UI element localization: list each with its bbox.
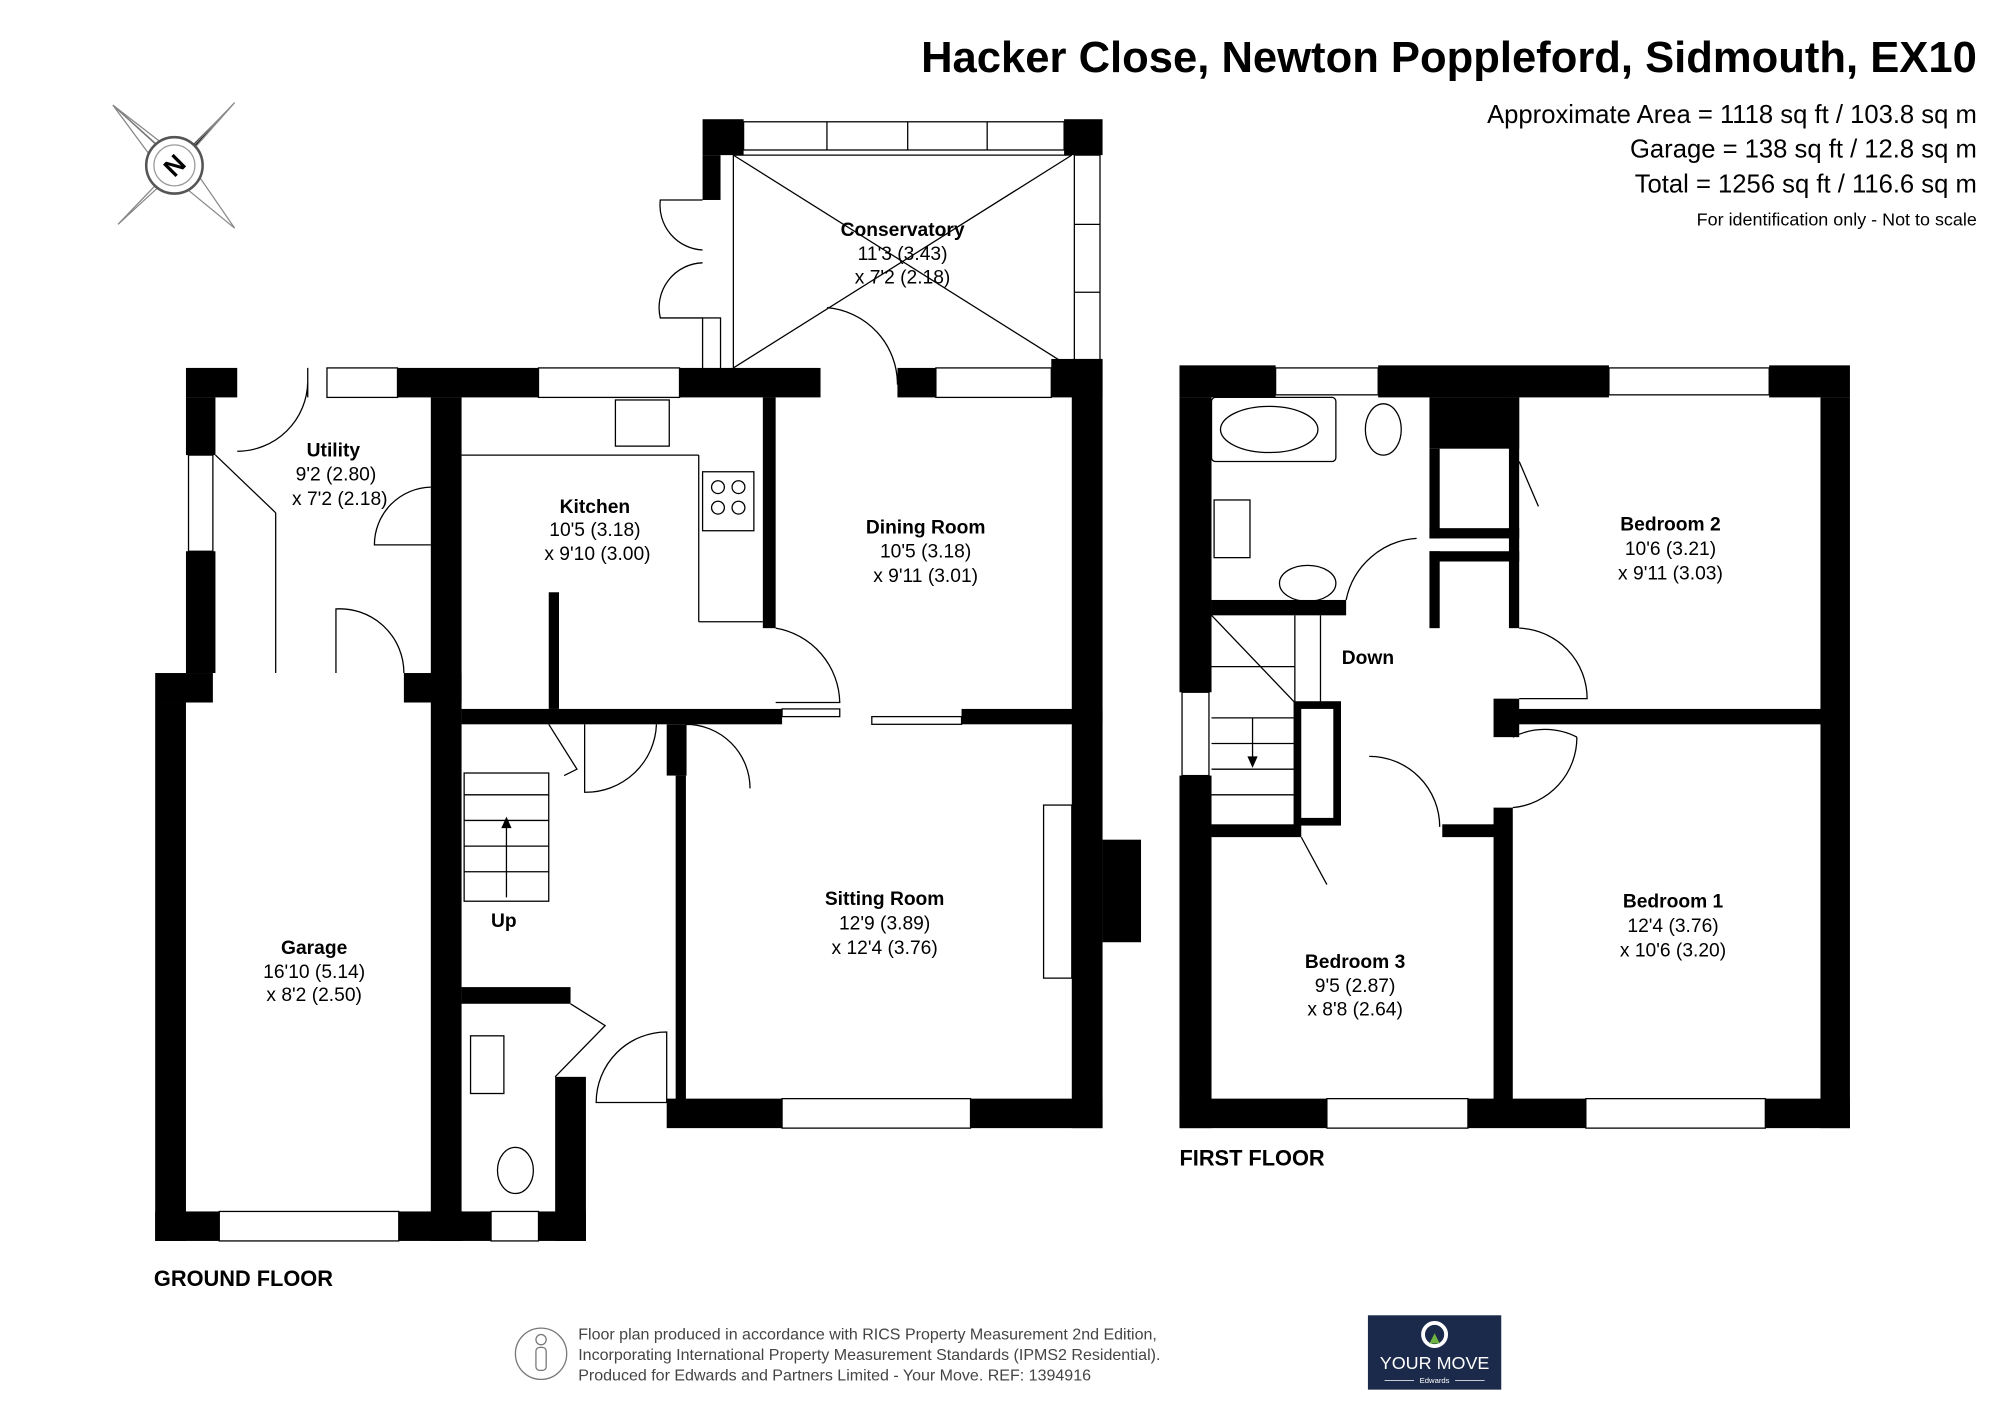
svg-text:x 7'2 (2.18): x 7'2 (2.18) <box>292 489 388 510</box>
svg-text:x 9'11 (3.01): x 9'11 (3.01) <box>873 566 978 587</box>
svg-text:x 8'8 (2.64): x 8'8 (2.64) <box>1307 999 1403 1020</box>
room-utility: Utility 9'2 (2.80) x 7'2 (2.18) <box>292 440 388 510</box>
stairs-up-label: Up <box>491 911 517 932</box>
total-area: Total = 1256 sq ft / 116.6 sq m <box>1635 170 1977 198</box>
svg-text:Utility: Utility <box>307 440 361 461</box>
svg-text:9'2 (2.80): 9'2 (2.80) <box>296 465 377 486</box>
svg-text:Dining Room: Dining Room <box>866 517 986 538</box>
svg-text:12'9 (3.89): 12'9 (3.89) <box>839 913 930 934</box>
footer-line-1: Floor plan produced in accordance with R… <box>578 1326 1157 1344</box>
svg-text:Sitting Room: Sitting Room <box>825 889 945 910</box>
svg-text:x 8'2 (2.50): x 8'2 (2.50) <box>266 985 362 1006</box>
room-conservatory: Conservatory 11'3 (3.43) x 7'2 (2.18) <box>841 220 965 288</box>
property-title: Hacker Close, Newton Poppleford, Sidmout… <box>921 34 1977 82</box>
room-garage: Garage 16'10 (5.14) x 8'2 (2.50) <box>263 938 365 1006</box>
stairs-down-label: Down <box>1342 648 1394 669</box>
compass-icon: N <box>112 102 236 229</box>
footer-line-2: Incorporating International Property Mea… <box>578 1346 1160 1364</box>
first-floor-walls <box>1179 365 1850 1129</box>
svg-text:Bedroom 3: Bedroom 3 <box>1305 952 1405 973</box>
svg-text:Garage: Garage <box>281 938 348 959</box>
room-bedroom-1: Bedroom 1 12'4 (3.76) x 10'6 (3.20) <box>1620 892 1726 962</box>
footer-line-3: Produced for Edwards and Partners Limite… <box>578 1367 1091 1385</box>
room-kitchen: Kitchen 10'5 (3.18) x 9'10 (3.00) <box>544 497 650 565</box>
svg-text:Conservatory: Conservatory <box>841 220 965 241</box>
svg-text:Bedroom 1: Bedroom 1 <box>1623 892 1724 913</box>
ground-stairs <box>463 772 550 902</box>
svg-text:x 9'10 (3.00): x 9'10 (3.00) <box>544 544 650 565</box>
svg-text:x 9'11 (3.03): x 9'11 (3.03) <box>1618 563 1723 584</box>
svg-text:10'5 (3.18): 10'5 (3.18) <box>549 520 640 541</box>
room-sitting-room: Sitting Room 12'9 (3.89) x 12'4 (3.76) <box>825 889 945 959</box>
room-bedroom-2: Bedroom 2 10'6 (3.21) x 9'11 (3.03) <box>1618 515 1723 585</box>
first-floor-label: FIRST FLOOR <box>1179 1145 1324 1170</box>
room-bedroom-3: Bedroom 3 9'5 (2.87) x 8'8 (2.64) <box>1305 952 1405 1020</box>
disclaimer: For identification only - Not to scale <box>1697 210 1977 230</box>
svg-text:10'6 (3.21): 10'6 (3.21) <box>1625 539 1716 560</box>
approx-area: Approximate Area = 1118 sq ft / 103.8 sq… <box>1487 101 1977 129</box>
garage-area: Garage = 138 sq ft / 12.8 sq m <box>1630 136 1977 164</box>
svg-text:x 12'4 (3.76): x 12'4 (3.76) <box>832 938 938 959</box>
svg-text:x 10'6 (3.20): x 10'6 (3.20) <box>1620 940 1726 961</box>
rics-person-icon <box>514 1327 568 1381</box>
svg-text:16'10 (5.14): 16'10 (5.14) <box>263 962 365 983</box>
your-move-logo: YOUR MOVE Edwards <box>1367 1315 1502 1390</box>
ground-floor-label: GROUND FLOOR <box>154 1266 333 1291</box>
svg-text:Kitchen: Kitchen <box>560 497 630 518</box>
svg-text:x 7'2 (2.18): x 7'2 (2.18) <box>855 267 951 288</box>
svg-text:10'5 (3.18): 10'5 (3.18) <box>880 542 971 563</box>
svg-text:Edwards: Edwards <box>1420 1376 1450 1385</box>
ground-floor-walls <box>155 119 1142 1242</box>
first-floor-stairs <box>1211 614 1322 796</box>
svg-text:YOUR MOVE: YOUR MOVE <box>1380 1353 1490 1373</box>
svg-text:9'5 (2.87): 9'5 (2.87) <box>1315 976 1396 997</box>
room-dining-room: Dining Room 10'5 (3.18) x 9'11 (3.01) <box>866 517 986 587</box>
svg-text:Bedroom 2: Bedroom 2 <box>1620 515 1720 536</box>
svg-text:11'3 (3.43): 11'3 (3.43) <box>858 244 948 265</box>
svg-text:12'4 (3.76): 12'4 (3.76) <box>1627 916 1718 937</box>
